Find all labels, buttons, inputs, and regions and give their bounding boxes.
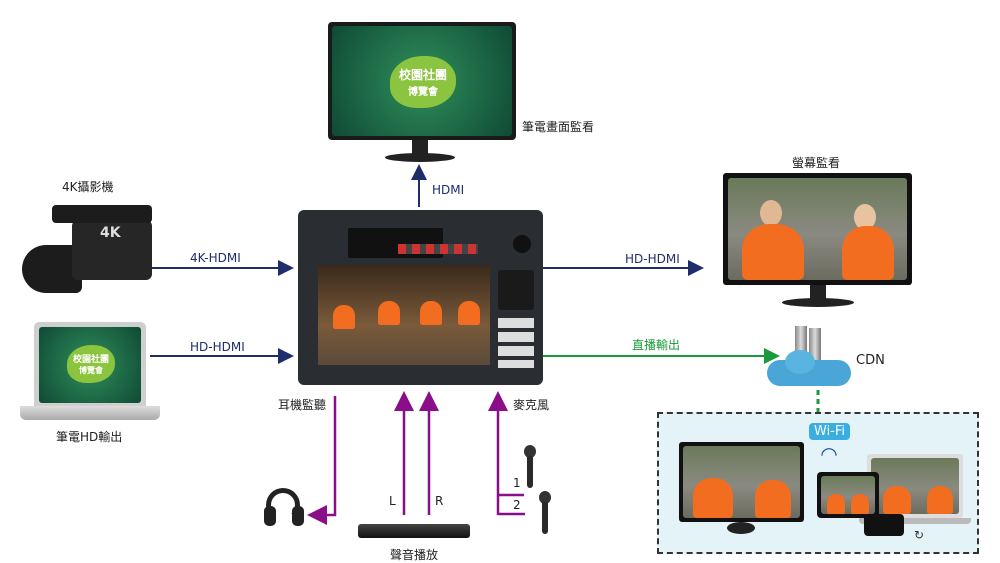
viewer-tablet (817, 472, 879, 518)
headphones-label: 耳機監聽 (278, 398, 327, 412)
audio-left-label: L (389, 494, 396, 508)
screen-subtitle: 博覽會 (408, 87, 438, 98)
right-monitor-base (782, 298, 854, 307)
microphone-handle (542, 502, 548, 534)
microphone-2-icon (539, 491, 551, 535)
person-figure (842, 226, 894, 280)
mic-1-label: 1 (513, 476, 521, 490)
screen-title: 校園社團 (398, 68, 447, 82)
camera: 4K (22, 200, 160, 300)
top-monitor-title-blob: 校園社團 博覽會 (390, 56, 456, 108)
viewer-tablet-screen (821, 476, 875, 514)
microphone-handle (527, 456, 533, 488)
laptop: 校園社團 博覽會 (34, 322, 146, 406)
viewer-laptop-base (859, 518, 971, 524)
person-figure (693, 478, 733, 518)
switcher-joystick (513, 235, 531, 253)
right-monitor (723, 173, 912, 285)
laptop-label: 筆電HD輸出 (56, 430, 123, 444)
rotate-icon: ↻ (914, 528, 925, 542)
viewer-devices-box: Wi-Fi ◠ ↻ (657, 412, 979, 554)
viewer-laptop-screen (871, 458, 959, 514)
person-head (854, 204, 876, 230)
top-monitor-stand (412, 140, 428, 154)
audio-player-label: 聲音播放 (390, 548, 439, 562)
camera-handle (52, 205, 152, 223)
microphones-label: 麥克風 (513, 398, 550, 412)
switcher-screen (318, 265, 490, 365)
microphone-head (539, 491, 551, 504)
person-figure (420, 301, 442, 325)
viewer-monitor-base (727, 522, 755, 534)
cdn-label: CDN (856, 353, 885, 368)
laptop-base (20, 406, 160, 420)
viewer-laptop (867, 454, 963, 518)
laptop-in-label: HD-HDMI (190, 340, 245, 354)
person-figure (378, 301, 400, 325)
streaming-switcher (298, 210, 543, 385)
audio-right-label: R (435, 494, 444, 508)
headphones-band (266, 488, 300, 522)
top-monitor-screen: 校園社團 博覽會 (332, 26, 512, 136)
person-figure (883, 486, 911, 514)
person-figure (742, 224, 804, 280)
camera-4k-badge: 4K (100, 225, 121, 241)
switcher-button-row (398, 244, 478, 254)
audio-player (358, 524, 470, 538)
hdmi-top-label: HDMI (432, 183, 465, 197)
person-figure (927, 486, 953, 514)
person-figure (458, 301, 480, 325)
wifi-icon: ◠ (820, 442, 838, 466)
right-monitor-screen (728, 178, 907, 280)
right-monitor-label: 螢幕監看 (792, 156, 841, 170)
microphone-head (524, 445, 536, 458)
top-monitor-label: 筆電畫面監看 (522, 120, 595, 134)
stream-out-label: 直播輸出 (632, 338, 681, 352)
wifi-badge: Wi-Fi (809, 423, 851, 440)
person-figure (827, 494, 845, 514)
laptop-screen-subtitle: 博覽會 (79, 366, 103, 375)
camera-label: 4K攝影機 (62, 180, 114, 194)
switcher-control-pad (498, 270, 534, 310)
cloud-puff (785, 350, 815, 374)
switcher-key-grid (498, 318, 534, 368)
headphones-right-cup (292, 506, 304, 526)
viewer-monitor (679, 442, 804, 522)
person-figure (851, 494, 869, 514)
top-monitor-base (385, 153, 455, 162)
viewer-phone (864, 514, 904, 536)
camera-in-label: 4K-HDMI (190, 251, 241, 265)
camera-body (72, 220, 152, 280)
person-head (760, 200, 782, 226)
person-figure (333, 305, 355, 329)
mic-2-label: 2 (513, 498, 521, 512)
right-monitor-stand (810, 285, 826, 299)
headphone-line (307, 396, 337, 525)
person-figure (755, 480, 791, 518)
laptop-screen-title: 校園社團 (72, 355, 109, 365)
monitor-out-label: HD-HDMI (625, 252, 680, 266)
viewer-monitor-screen (683, 446, 800, 518)
headphones-left-cup (264, 506, 276, 526)
microphone-1-icon (524, 445, 536, 489)
headphones-icon (264, 488, 304, 532)
laptop-title-blob: 校園社團 博覽會 (67, 345, 115, 383)
top-monitor: 校園社團 博覽會 (328, 22, 516, 140)
laptop-screen: 校園社團 博覽會 (39, 327, 141, 403)
cdn-cloud-icon (767, 326, 851, 388)
